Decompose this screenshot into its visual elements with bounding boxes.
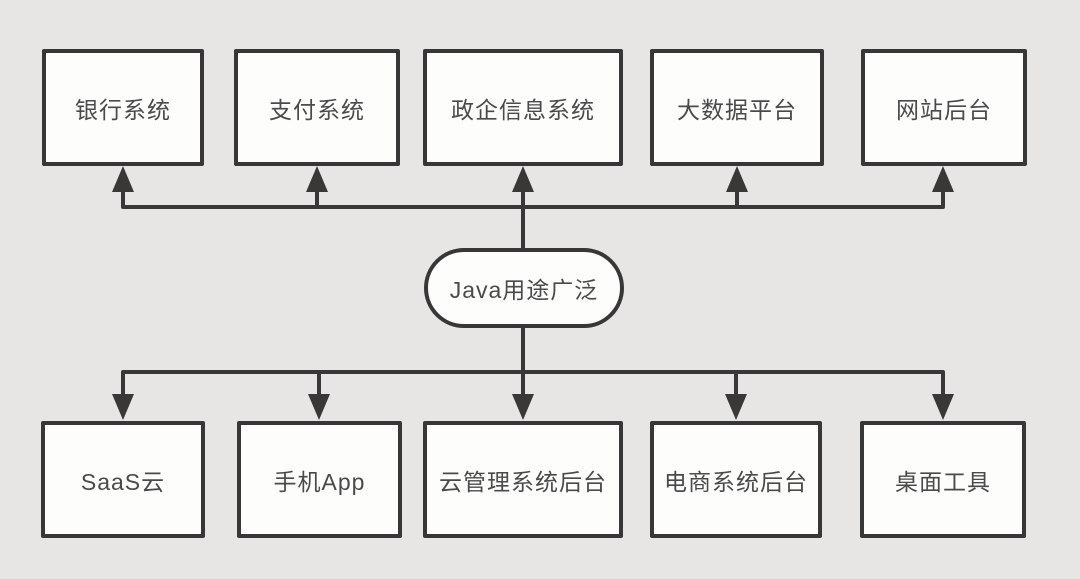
node-mobile-app: 手机App	[237, 421, 402, 538]
bottom-arrowheads	[112, 394, 954, 420]
node-website-backend: 网站后台	[861, 49, 1027, 166]
node-banking-system: 银行系统	[42, 49, 204, 166]
bottom-connector	[121, 327, 945, 396]
arrow-down-icon	[512, 394, 534, 420]
node-label: 桌面工具	[895, 468, 991, 495]
arrow-up-icon	[306, 166, 328, 192]
top-connector	[121, 190, 945, 250]
node-label: 大数据平台	[677, 96, 797, 123]
hub-label: Java用途广泛	[449, 277, 599, 303]
arrow-down-icon	[308, 394, 330, 420]
node-label: 电商系统后台	[664, 468, 808, 495]
arrow-up-icon	[512, 166, 534, 192]
node-label: 银行系统	[75, 96, 171, 123]
node-label: 手机App	[273, 468, 366, 495]
node-cloud-management-backend: 云管理系统后台	[423, 421, 623, 538]
node-saas-cloud: SaaS云	[41, 421, 205, 538]
arrow-up-icon	[112, 166, 134, 192]
top-arrowheads	[112, 166, 954, 192]
arrow-down-icon	[932, 394, 954, 420]
node-gov-enterprise-info-system: 政企信息系统	[423, 49, 623, 166]
node-label: 云管理系统后台	[439, 468, 607, 495]
arrow-down-icon	[112, 394, 134, 420]
arrow-down-icon	[725, 394, 747, 420]
node-desktop-tools: 桌面工具	[860, 421, 1026, 538]
node-label: 网站后台	[896, 96, 992, 123]
arrow-up-icon	[726, 166, 748, 192]
arrow-up-icon	[932, 166, 954, 192]
node-label: SaaS云	[80, 468, 166, 495]
node-label: 支付系统	[269, 96, 365, 123]
node-ecommerce-backend: 电商系统后台	[650, 421, 822, 538]
node-payment-system: 支付系统	[234, 49, 400, 166]
node-big-data-platform: 大数据平台	[650, 49, 824, 166]
node-java-wide-uses-hub: Java用途广泛	[424, 248, 624, 328]
node-label: 政企信息系统	[451, 96, 595, 123]
